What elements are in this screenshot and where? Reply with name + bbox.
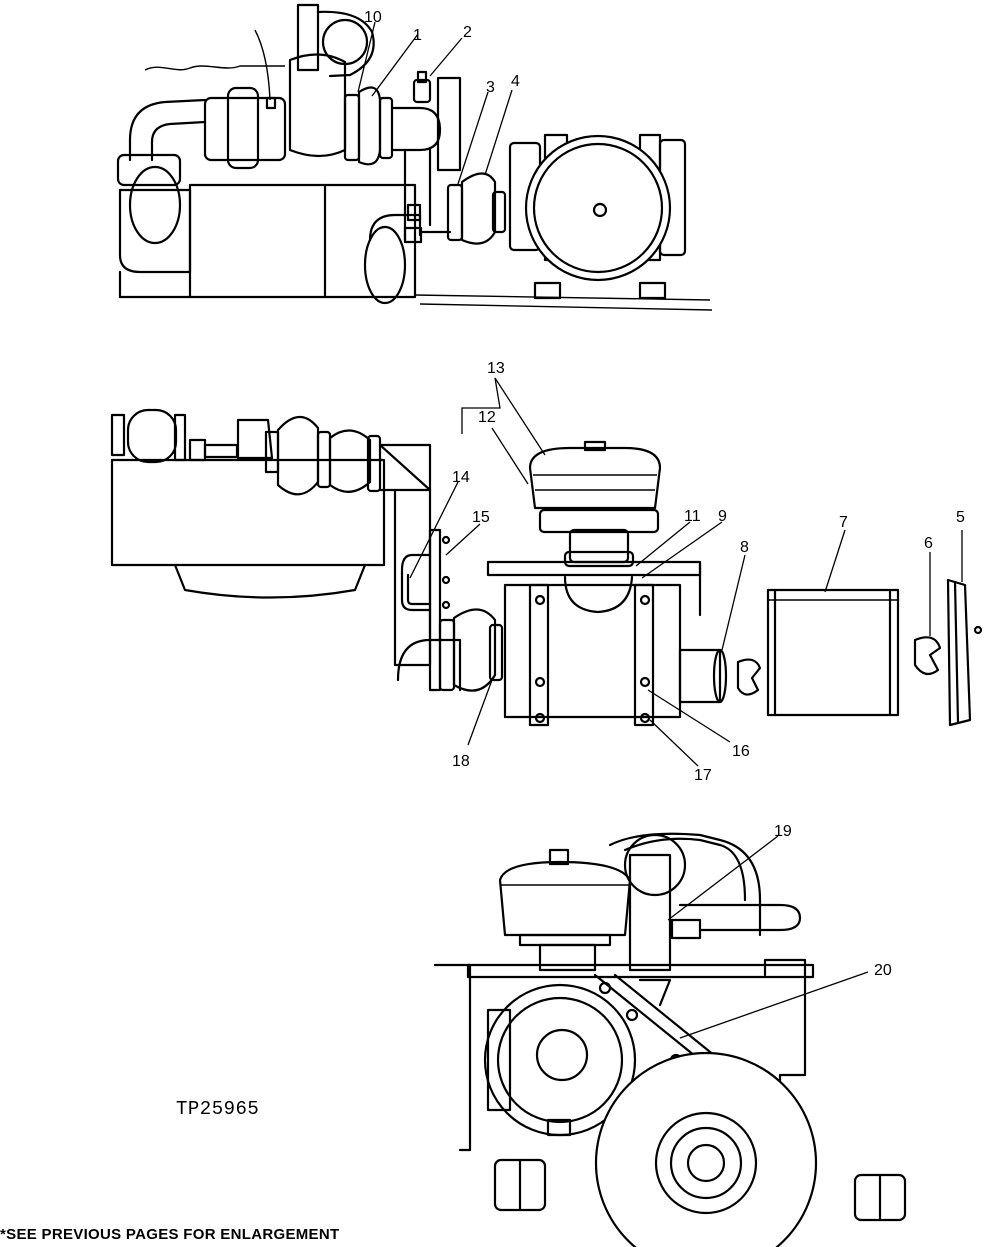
leader-9 xyxy=(641,521,723,579)
callout-3: 3 xyxy=(486,79,495,96)
leader-13 xyxy=(461,377,546,456)
callout-17: 17 xyxy=(694,767,712,784)
callout-12: 12 xyxy=(478,409,496,426)
leader-20 xyxy=(679,971,869,1039)
callout-18: 18 xyxy=(452,753,470,770)
leader-12 xyxy=(491,427,529,485)
callout-13: 13 xyxy=(487,360,505,377)
callout-2: 2 xyxy=(463,24,472,41)
view-top-assembly xyxy=(116,3,713,311)
leader-15 xyxy=(445,523,481,556)
callout-14: 14 xyxy=(452,469,470,486)
leader-11 xyxy=(635,521,691,567)
leader-2 xyxy=(429,37,463,77)
leader-8 xyxy=(721,554,746,651)
view-side-assembly xyxy=(433,832,907,1247)
callout-5: 5 xyxy=(956,509,965,526)
enlargement-footnote: *SEE PREVIOUS PAGES FOR ENLARGEMENT xyxy=(0,1226,340,1243)
callout-11: 11 xyxy=(684,508,701,525)
callout-10: 10 xyxy=(364,9,382,26)
leader-4 xyxy=(484,89,513,176)
callout-6: 6 xyxy=(924,535,933,552)
callout-9: 9 xyxy=(718,508,727,525)
callouts: 1 2 3 4 5 6 7 8 9 10 11 12 13 14 15 16 1 xyxy=(357,9,965,1039)
leader-7 xyxy=(824,529,846,593)
leader-18 xyxy=(467,679,493,746)
leader-17 xyxy=(649,719,699,767)
view-exploded-assembly xyxy=(110,408,983,727)
callout-7: 7 xyxy=(839,514,848,531)
callout-15: 15 xyxy=(472,509,490,526)
callout-19: 19 xyxy=(774,823,792,840)
callout-4: 4 xyxy=(511,73,520,90)
leader-1 xyxy=(371,33,419,97)
drawing-reference-code: TP25965 xyxy=(176,1098,260,1120)
leader-19 xyxy=(667,835,779,921)
leader-16 xyxy=(647,689,731,743)
callout-1: 1 xyxy=(413,27,422,44)
callout-16: 16 xyxy=(732,743,750,760)
callout-8: 8 xyxy=(740,539,749,556)
leader-14 xyxy=(409,481,459,579)
leader-10 xyxy=(357,21,376,93)
callout-20: 20 xyxy=(874,962,892,979)
leader-3 xyxy=(457,91,489,185)
